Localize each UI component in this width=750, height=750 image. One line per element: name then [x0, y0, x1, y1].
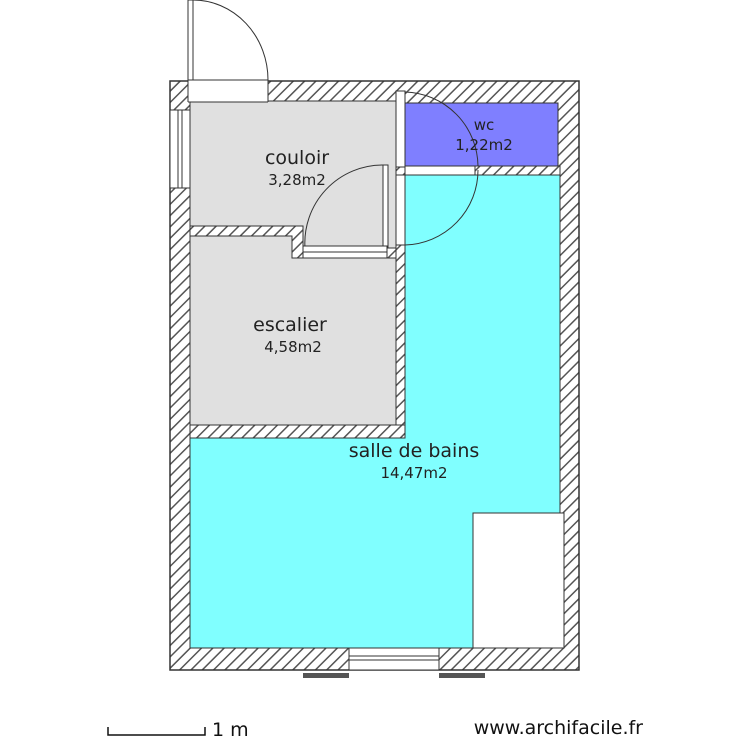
entrance-door-opening [188, 80, 268, 102]
scale-label: 1 m [212, 719, 249, 741]
footer-website: www.archifacile.fr [474, 717, 643, 739]
door-wc-sill [404, 165, 476, 176]
label-couloir-name: couloir [265, 147, 329, 169]
left-window [169, 109, 191, 189]
entrance-door-swing [192, 0, 269, 81]
label-salle-de-bains-name: salle de bains [349, 440, 480, 462]
room-wc [404, 102, 559, 167]
interior-wall-escalier-bath [189, 424, 406, 439]
label-couloir-area: 3,28m2 [268, 171, 326, 189]
door-couloir-swing [304, 164, 384, 249]
window-sill-left [303, 673, 349, 678]
window-sill-right [439, 673, 485, 678]
entrance-door-leaf [187, 0, 194, 81]
door-couloir-leaf [382, 164, 389, 249]
label-wc-area: 1,22m2 [455, 136, 513, 154]
label-wc-name: wc [474, 116, 495, 134]
label-escalier-name: escalier [253, 314, 327, 336]
label-salle-de-bains-area: 14,47m2 [380, 464, 447, 482]
door-bath-swing [404, 169, 479, 246]
door-wc-swing [404, 91, 479, 167]
door-wc-opening [395, 90, 406, 168]
scale-bar [107, 727, 206, 736]
door-bath-opening [395, 174, 406, 246]
bottom-window [348, 647, 440, 671]
bath-fixture [472, 512, 565, 649]
label-escalier-area: 4,58m2 [264, 338, 322, 356]
